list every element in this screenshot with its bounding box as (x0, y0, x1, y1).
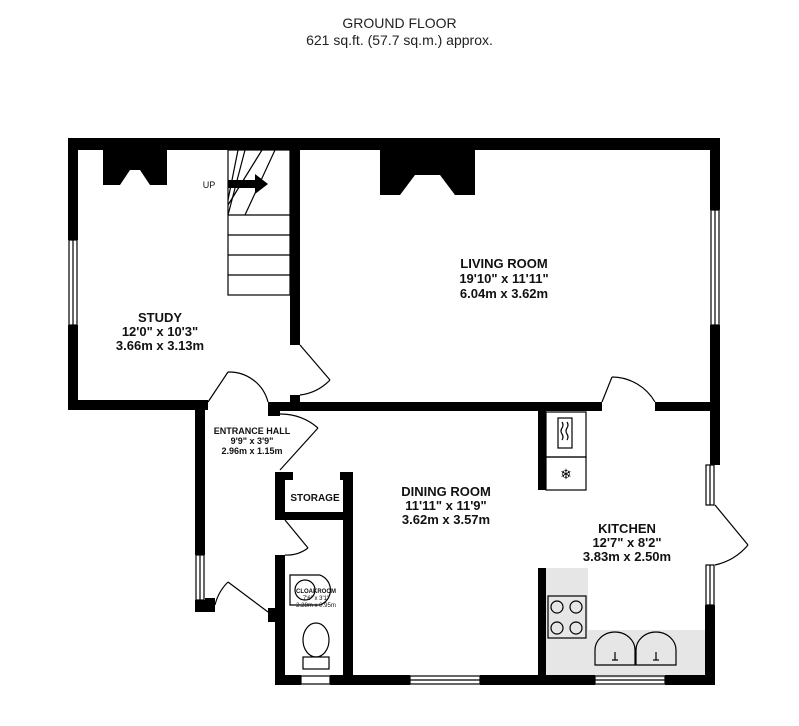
entrance-name: ENTRANCE HALL (214, 426, 291, 436)
study-imperial: 12'0" x 10'3" (122, 324, 198, 339)
fireplace-icon (103, 150, 475, 195)
entrance-metric: 2.96m x 1.15m (221, 446, 282, 456)
microwave-icon (545, 411, 587, 458)
stairs-label: UP (203, 180, 216, 190)
dining-name: DINING ROOM (401, 484, 491, 499)
study-name: STUDY (138, 310, 182, 325)
floor-area: 621 sq.ft. (57.7 sq.m.) approx. (306, 32, 493, 48)
living-metric: 6.04m x 3.62m (460, 286, 548, 301)
worktops (546, 568, 706, 678)
cloakroom-basin-icon (289, 574, 332, 606)
cloakroom-name: CLOAKROOM (296, 589, 336, 595)
cloakroom-metric: 2.28m x 0.95m (296, 603, 336, 609)
dining-metric: 3.62m x 3.57m (402, 512, 490, 527)
fridge-freezer-icon: ❄ (545, 456, 587, 491)
living-imperial: 19'10" x 11'11" (459, 271, 548, 286)
kitchen-imperial: 12'7" x 8'2" (592, 535, 661, 550)
floor-title: GROUND FLOOR (342, 15, 457, 31)
arrow-up-icon (228, 174, 268, 194)
cloakroom-imperial: 7'6" x 3'1" (303, 596, 329, 602)
svg-text:❄: ❄ (560, 466, 572, 482)
staircase (227, 149, 291, 296)
doors (207, 344, 749, 613)
living-name: LIVING ROOM (460, 256, 547, 271)
storage-name: STORAGE (290, 493, 340, 504)
hob-icon (547, 595, 587, 639)
toilet-icon (302, 622, 330, 670)
walls (68, 138, 720, 685)
study-metric: 3.66m x 3.13m (116, 338, 204, 353)
windows (68, 209, 720, 685)
kitchen-metric: 3.83m x 2.50m (583, 549, 671, 564)
sink-icon (594, 631, 677, 666)
entrance-imperial: 9'9" x 3'9" (231, 436, 274, 446)
kitchen-name: KITCHEN (598, 521, 656, 536)
dining-imperial: 11'11" x 11'9" (405, 498, 486, 513)
